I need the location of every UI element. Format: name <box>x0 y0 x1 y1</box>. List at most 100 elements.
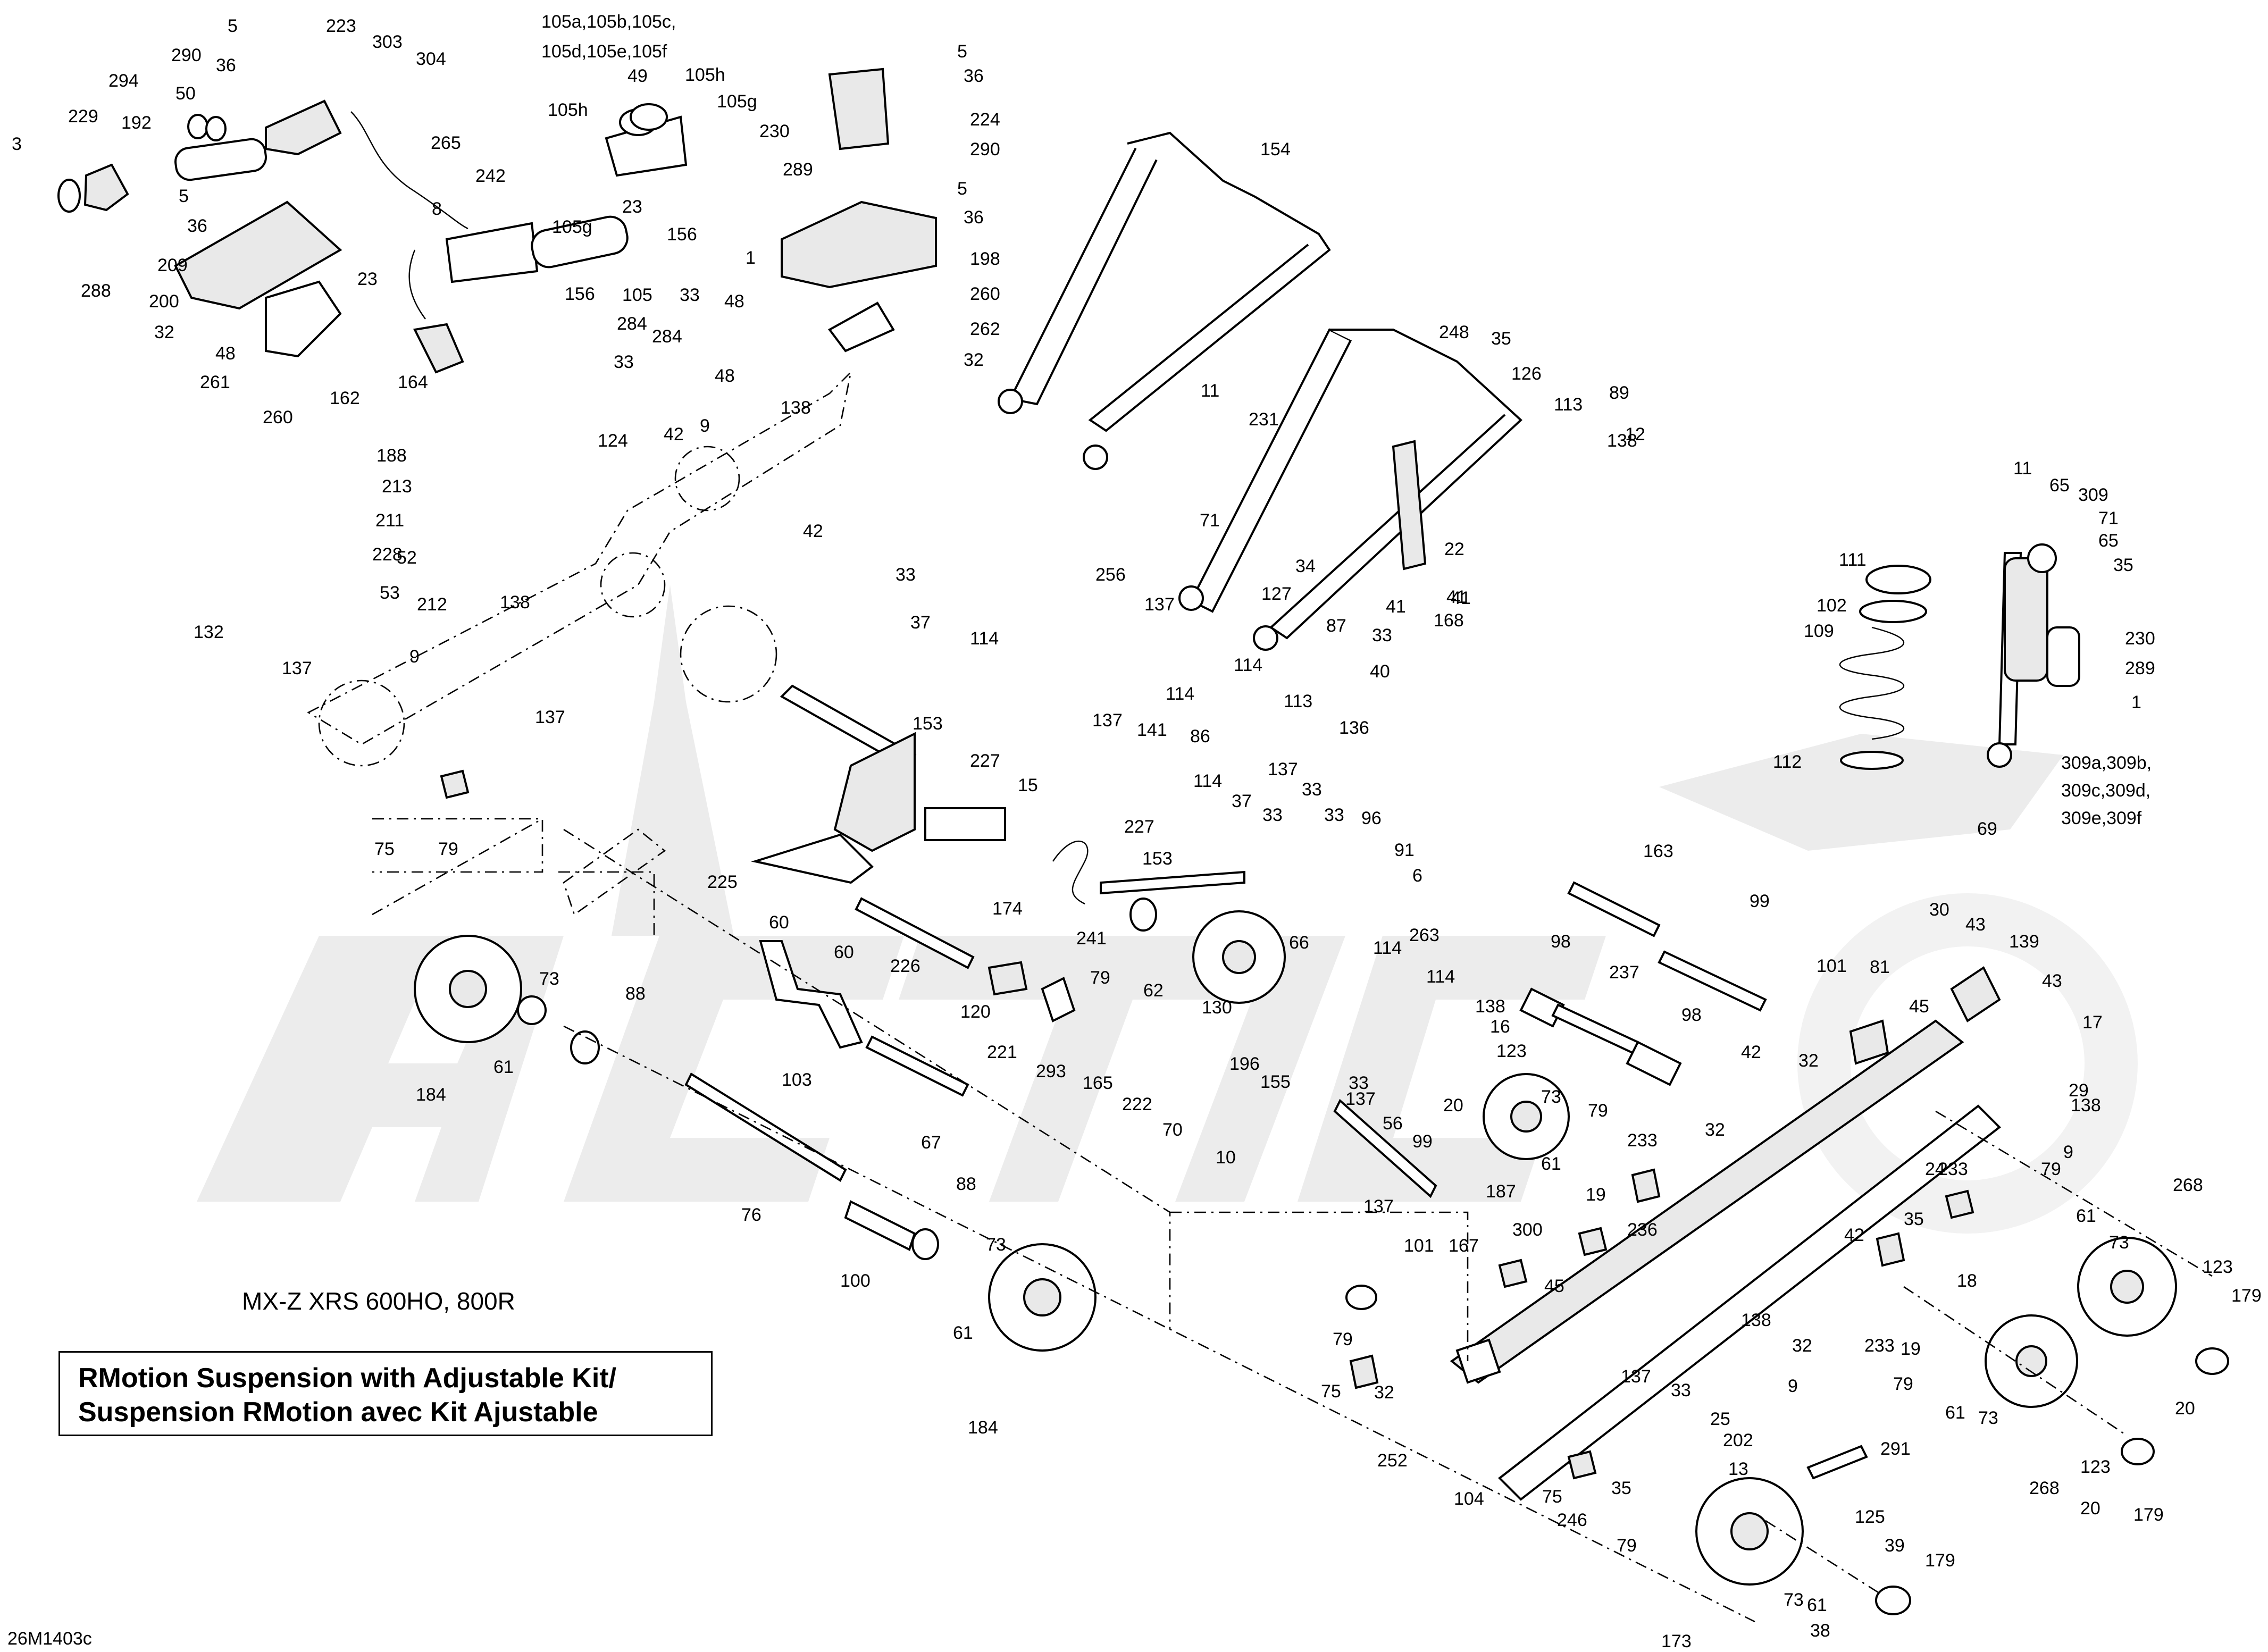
callout-284: 284 <box>617 314 647 334</box>
callout-81: 81 <box>1870 957 1890 977</box>
callout-61: 61 <box>493 1057 514 1077</box>
center-shock-dashed <box>307 370 852 916</box>
callout-242: 242 <box>475 166 506 186</box>
callout-105g: 105g <box>552 217 592 237</box>
callout-53: 53 <box>380 583 400 603</box>
callout-127: 127 <box>1261 584 1292 604</box>
callout-79: 79 <box>2041 1159 2061 1179</box>
callout-99: 99 <box>1412 1131 1433 1152</box>
callout-265: 265 <box>431 133 461 153</box>
callout-88: 88 <box>956 1174 976 1194</box>
rod-237 <box>1551 1003 1639 1054</box>
callout-293: 293 <box>1036 1061 1066 1081</box>
callout-60: 60 <box>769 912 789 933</box>
callout-103: 103 <box>782 1070 812 1090</box>
callout-33: 33 <box>1302 779 1322 800</box>
callout-289: 289 <box>2125 658 2155 678</box>
callout-43: 43 <box>2042 971 2062 991</box>
callout-105d-105e-105f: 105d,105e,105f <box>541 41 667 62</box>
small-parts <box>440 769 2001 1480</box>
callout-35: 35 <box>1611 1478 1631 1498</box>
callout-17: 17 <box>2082 1012 2103 1033</box>
callout-102: 102 <box>1817 596 1847 616</box>
callout-120: 120 <box>960 1002 991 1022</box>
callout-300: 300 <box>1512 1220 1543 1240</box>
callout-73: 73 <box>1978 1408 1998 1428</box>
callout-99: 99 <box>1750 891 1770 911</box>
callout-11: 11 <box>1201 381 1219 401</box>
callout-114: 114 <box>1166 684 1194 704</box>
rear-shaft-assembly <box>751 684 1245 1022</box>
callout-79: 79 <box>1617 1536 1637 1556</box>
callout-138: 138 <box>2071 1095 2101 1116</box>
callout-125: 125 <box>1855 1507 1885 1527</box>
callout-229: 229 <box>68 106 98 127</box>
callout-70: 70 <box>1162 1120 1183 1140</box>
callout-56: 56 <box>1383 1113 1403 1134</box>
callout-38: 38 <box>1810 1621 1830 1641</box>
callout-153: 153 <box>1142 849 1173 869</box>
callout-11: 11 <box>2013 458 2032 479</box>
callout-196: 196 <box>1229 1054 1260 1074</box>
callout-48: 48 <box>715 366 735 386</box>
slide-rails <box>1450 1019 2002 1501</box>
o-ring-50b <box>205 116 227 141</box>
callout-35: 35 <box>1491 329 1511 349</box>
callout-212: 212 <box>417 594 447 615</box>
callout-123: 123 <box>1496 1041 1527 1061</box>
callout-73: 73 <box>986 1235 1006 1255</box>
callout-233: 233 <box>1938 1159 1968 1179</box>
callout-153: 153 <box>913 714 943 734</box>
callout-6: 6 <box>1412 866 1422 886</box>
callout-130: 130 <box>1202 997 1232 1018</box>
callout-65: 65 <box>2098 531 2119 551</box>
callout-25: 25 <box>1710 1409 1730 1429</box>
callout-33: 33 <box>1349 1073 1369 1093</box>
callout-303: 303 <box>372 32 403 52</box>
callout-126: 126 <box>1511 364 1542 384</box>
wheel-268-lower <box>1985 1314 2078 1408</box>
callout-8: 8 <box>432 199 442 219</box>
wheel-196 <box>1192 910 1286 1004</box>
callout-173: 173 <box>1661 1631 1692 1651</box>
callout-101: 101 <box>1817 956 1847 976</box>
callout-290: 290 <box>171 45 202 65</box>
callout-9: 9 <box>409 647 420 667</box>
callout-45: 45 <box>1909 996 1929 1017</box>
callout-154: 154 <box>1260 139 1291 160</box>
callout-36: 36 <box>216 55 236 76</box>
callout-231: 231 <box>1249 409 1279 430</box>
plate-261 <box>265 280 342 358</box>
callout-9: 9 <box>700 416 710 436</box>
callout-139: 139 <box>2009 932 2039 952</box>
callout-69: 69 <box>1977 819 1997 839</box>
idler-wheels <box>414 898 2229 1615</box>
callout-263: 263 <box>1409 925 1440 945</box>
callout-15: 15 <box>1018 775 1038 795</box>
callout-23: 23 <box>357 269 378 289</box>
callout-252: 252 <box>1377 1450 1408 1471</box>
wheel-184-lower <box>988 1243 1097 1352</box>
callout-226: 226 <box>890 956 920 976</box>
callout-101: 101 <box>1404 1236 1434 1256</box>
callout-50: 50 <box>175 83 196 104</box>
callout-174: 174 <box>992 899 1023 919</box>
callout-230: 230 <box>2125 628 2155 649</box>
callout-79: 79 <box>438 839 458 859</box>
callout-76: 76 <box>741 1205 761 1225</box>
callout-105: 105 <box>622 285 652 305</box>
callout-105h: 105h <box>685 65 725 85</box>
callout-225: 225 <box>707 872 738 892</box>
callout-223: 223 <box>326 16 356 36</box>
callout-19: 19 <box>1901 1339 1921 1359</box>
callout-5: 5 <box>179 186 189 206</box>
title-line-1: RMotion Suspension with Adjustable Kit/ <box>78 1363 617 1394</box>
callout-113: 113 <box>1284 691 1312 711</box>
callout-73: 73 <box>539 969 559 989</box>
callout-291: 291 <box>1880 1439 1911 1459</box>
callout-24: 24 <box>1925 1159 1945 1179</box>
callout-48: 48 <box>215 343 236 364</box>
callout-34: 34 <box>1295 556 1316 576</box>
callout-138: 138 <box>1741 1310 1771 1330</box>
